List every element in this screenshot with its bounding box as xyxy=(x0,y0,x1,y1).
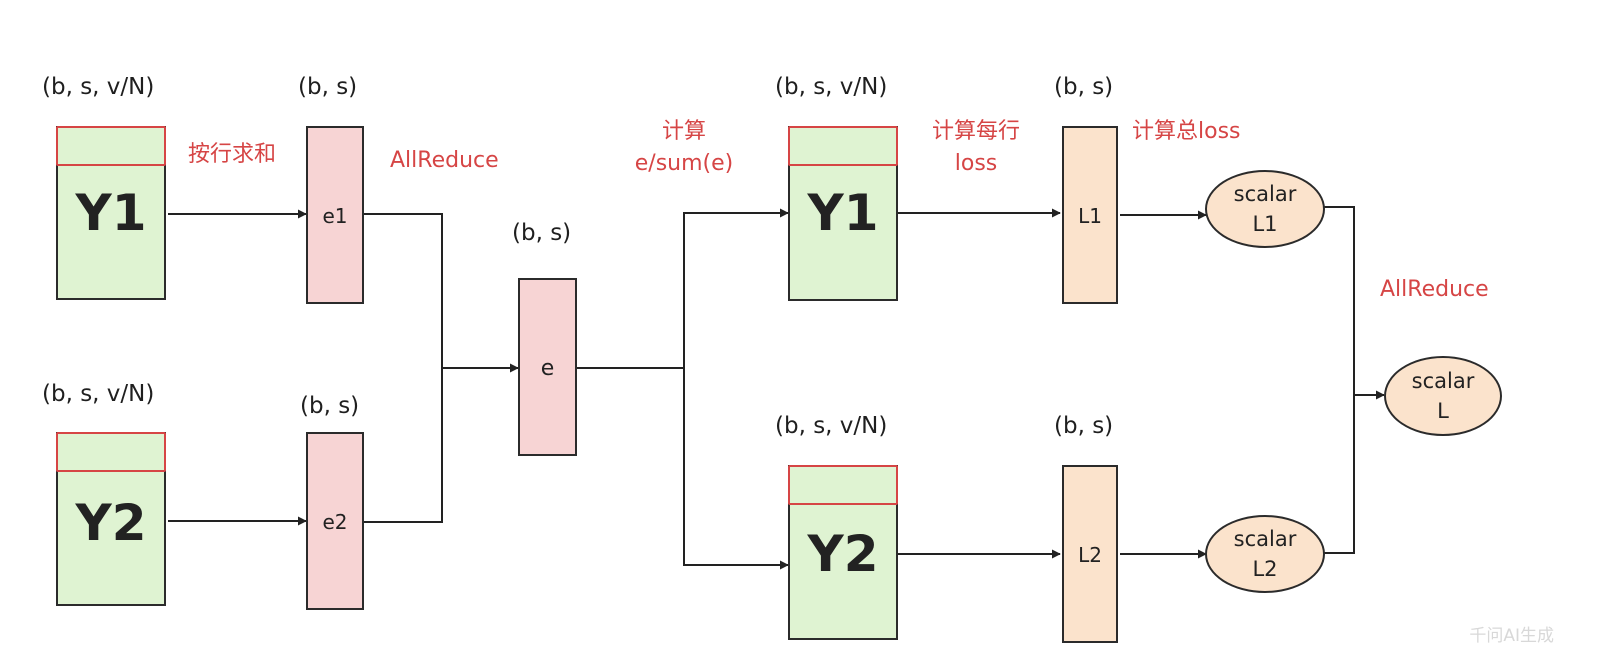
scalar-l2: scalar L2 xyxy=(1205,515,1325,593)
op-row-loss: 计算每行 loss xyxy=(920,118,1032,178)
tensor-e2-label: e2 xyxy=(322,510,348,534)
op-row-loss-line1: 计算每行 xyxy=(931,119,1020,144)
scalar-l1: scalar L1 xyxy=(1205,170,1325,248)
tensor-y1-left: Y1 xyxy=(56,126,166,300)
tensor-y1-right-shard-row xyxy=(788,126,898,166)
line-e1-merge xyxy=(364,213,443,523)
tensor-y2-right: Y2 xyxy=(788,465,898,640)
tensor-e: e xyxy=(518,278,577,456)
scalar-l2-line2: L2 xyxy=(1252,557,1278,581)
shape-label-y2-right: (b, s, v/N) xyxy=(775,413,888,439)
op-total-loss: 计算总loss xyxy=(1132,119,1241,144)
scalar-l-line1: scalar xyxy=(1411,369,1475,393)
shape-label-e2: (b, s) xyxy=(300,393,360,419)
shape-label-e1: (b, s) xyxy=(298,74,358,100)
scalar-l-line2: L xyxy=(1437,399,1449,423)
scalar-l1-line1: scalar xyxy=(1233,182,1297,206)
line-s1-merge xyxy=(1324,206,1355,554)
op-row-sum: 按行求和 xyxy=(188,142,277,167)
tensor-y2-right-shard-row xyxy=(788,465,898,505)
tensor-e2: e2 xyxy=(306,432,364,610)
op-compute-softmax: 计算 e/sum(e) xyxy=(620,118,748,178)
arrow-e-y1r xyxy=(683,208,789,368)
tensor-e1-label: e1 xyxy=(322,204,348,228)
scalar-l1-line2: L1 xyxy=(1252,212,1278,236)
shape-label-e: (b, s) xyxy=(512,220,572,246)
tensor-l2: L2 xyxy=(1062,465,1118,643)
op-allreduce-1: AllReduce xyxy=(390,148,499,173)
tensor-y1-left-label: Y1 xyxy=(75,184,147,242)
tensor-y2-left: Y2 xyxy=(56,432,166,606)
op-compute-softmax-line2: e/sum(e) xyxy=(634,151,734,176)
shape-label-y1-left: (b, s, v/N) xyxy=(42,74,155,100)
tensor-l1: L1 xyxy=(1062,126,1118,304)
scalar-l: scalar L xyxy=(1384,356,1502,436)
tensor-e1: e1 xyxy=(306,126,364,304)
tensor-y2-left-shard-row xyxy=(56,432,166,472)
tensor-y2-right-label: Y2 xyxy=(807,525,879,583)
shape-label-l2: (b, s) xyxy=(1054,413,1114,439)
tensor-l2-label: L2 xyxy=(1078,543,1102,567)
tensor-y2-left-label: Y2 xyxy=(75,494,147,552)
tensor-l1-label: L1 xyxy=(1078,204,1102,228)
tensor-y1-left-shard-row xyxy=(56,126,166,166)
tensor-y1-right-label: Y1 xyxy=(807,184,879,242)
watermark: 千问AI生成 xyxy=(1469,626,1554,646)
tensor-e-label: e xyxy=(540,356,555,381)
shape-label-y1-right: (b, s, v/N) xyxy=(775,74,888,100)
arrow-e-y2r xyxy=(683,368,789,570)
scalar-l2-line1: scalar xyxy=(1233,527,1297,551)
shape-label-l1: (b, s) xyxy=(1054,74,1114,100)
op-row-loss-line2: loss xyxy=(954,151,998,176)
op-allreduce-2: AllReduce xyxy=(1380,277,1489,302)
shape-label-y2-left: (b, s, v/N) xyxy=(42,381,155,407)
op-compute-softmax-line1: 计算 xyxy=(661,119,706,144)
tensor-y1-right: Y1 xyxy=(788,126,898,301)
